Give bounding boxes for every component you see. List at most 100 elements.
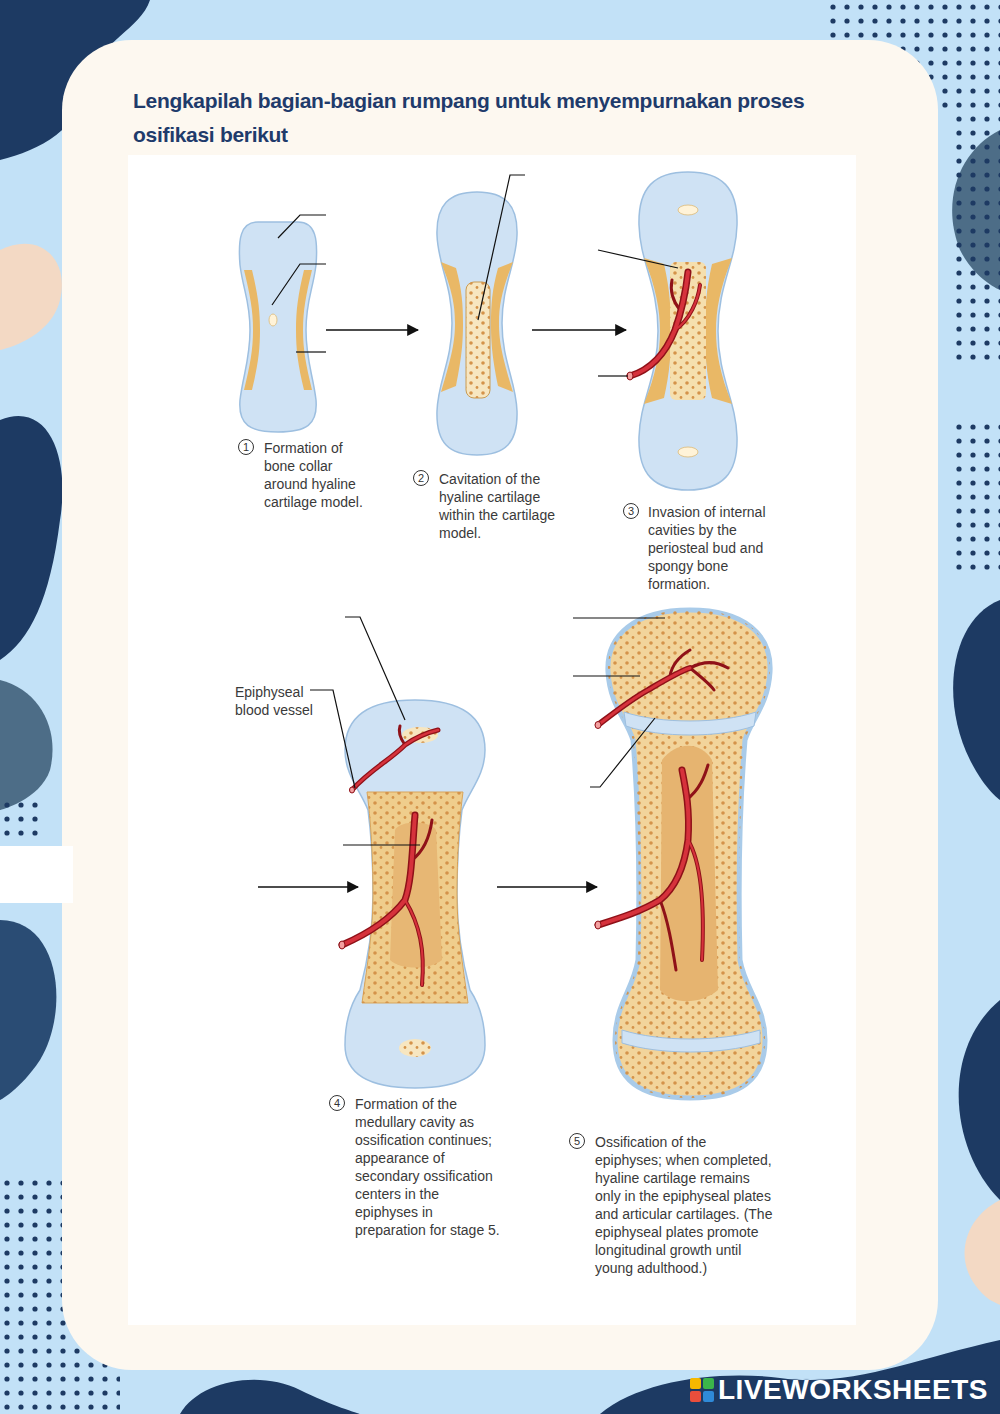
leader-line xyxy=(598,250,678,268)
stage-number: 3 xyxy=(623,503,639,519)
bone-stage-4 xyxy=(405,900,423,985)
bone-stage-1 xyxy=(239,222,316,432)
background-decoration xyxy=(952,420,1000,570)
background-decoration xyxy=(0,800,40,840)
leader-line xyxy=(272,264,326,305)
bone-stage-5 xyxy=(595,722,601,729)
watermark-icon xyxy=(690,1378,701,1389)
background-decoration xyxy=(0,244,62,350)
bone-stage-1 xyxy=(296,270,312,390)
bone-stage-5 xyxy=(690,668,714,690)
bone-stage-1 xyxy=(239,222,316,432)
bone-stage-5 xyxy=(660,746,718,1002)
stage-number: 2 xyxy=(413,470,429,486)
bone-stage-5 xyxy=(660,900,676,970)
watermark-icon xyxy=(690,1378,714,1402)
watermark-icon xyxy=(703,1378,714,1389)
background-decoration xyxy=(0,920,56,1100)
stage-caption: Formation of bone collar around hyaline … xyxy=(264,439,376,511)
bone-stage-4 xyxy=(339,700,485,1088)
bone-stage-2 xyxy=(466,282,490,398)
bone-stage-3 xyxy=(630,272,688,376)
stage-caption: Cavitation of the hyaline cartilage with… xyxy=(439,470,561,542)
bone-stage-4 xyxy=(342,815,415,945)
stage-arrow xyxy=(258,886,358,888)
background-decoration xyxy=(952,110,1000,360)
bone-stage-3 xyxy=(630,272,700,376)
stage-number: 5 xyxy=(569,1133,585,1149)
bone-stage-5 xyxy=(598,770,689,925)
bone-stage-4 xyxy=(342,815,415,945)
bone-stage-3 xyxy=(644,258,671,404)
bone-stage-5 xyxy=(595,610,770,1098)
bone-stage-1 xyxy=(269,314,277,326)
leader-line xyxy=(478,175,525,320)
bone-stage-4 xyxy=(352,730,438,790)
background-decoration xyxy=(180,1380,360,1414)
bone-stage-5 xyxy=(598,770,689,925)
stage-arrow xyxy=(326,329,418,331)
bone-stage-2 xyxy=(441,262,463,392)
bone-stage-5 xyxy=(595,921,601,929)
stage-number: 4 xyxy=(329,1095,345,1111)
bone-stage-5 xyxy=(686,765,708,800)
stage-caption: Invasion of internal cavities by the per… xyxy=(648,503,770,593)
image-area xyxy=(128,155,856,1325)
watermark-icon xyxy=(690,1391,701,1402)
background-decoration xyxy=(0,680,53,810)
bone-stage-5 xyxy=(690,663,728,668)
background-decoration xyxy=(965,1200,1000,1305)
bone-stage-4 xyxy=(399,1039,431,1057)
stage-arrow xyxy=(497,886,597,888)
bone-stage-2 xyxy=(437,192,517,455)
bone-stage-4 xyxy=(345,700,485,1088)
bone-stage-3 xyxy=(630,272,688,376)
bone-stage-4 xyxy=(350,787,355,793)
leader-line xyxy=(598,375,628,376)
bone-stage-3 xyxy=(675,285,700,330)
decoration xyxy=(0,846,73,903)
bone-stage-4 xyxy=(342,726,438,985)
bone-stage-3 xyxy=(705,258,732,404)
bone-stage-2 xyxy=(437,192,517,455)
bone-stage-1 xyxy=(244,270,260,390)
bone-stage-3 xyxy=(678,447,698,457)
bone-stage-5 xyxy=(598,650,728,970)
stage-caption: Ossification of the epiphyses; when comp… xyxy=(595,1133,773,1277)
leader-line xyxy=(296,351,326,352)
bone-stage-3 xyxy=(627,172,737,490)
bone-stage-5 xyxy=(688,840,703,960)
part-label: Epiphyseal blood vessel xyxy=(235,683,327,719)
background-decoration xyxy=(953,600,1000,800)
bone-stage-3 xyxy=(639,172,737,490)
stage-caption: Formation of the medullary cavity as oss… xyxy=(355,1095,503,1239)
bone-stage-4 xyxy=(399,726,405,745)
bone-stage-4 xyxy=(399,1039,431,1057)
background-decoration xyxy=(0,416,63,660)
bone-stage-4 xyxy=(405,900,423,985)
worksheet-card xyxy=(62,40,938,1370)
watermark: LIVEWORKSHEETS xyxy=(718,1374,988,1406)
leader-line xyxy=(310,690,355,788)
worksheet-title: Lengkapilah bagian-bagian rumpang untuk … xyxy=(133,84,878,152)
bone-stage-3 xyxy=(671,280,680,310)
bone-stage-2 xyxy=(491,262,513,392)
leader-line xyxy=(343,844,420,845)
bone-stage-3 xyxy=(678,205,698,215)
leader-line xyxy=(590,718,655,787)
background-decoration xyxy=(959,1000,1000,1200)
stage-number: 1 xyxy=(238,439,254,455)
bone-stage-4 xyxy=(339,941,345,949)
stage-arrow xyxy=(258,330,626,887)
leader-line xyxy=(573,617,665,618)
bone-stage-4 xyxy=(352,730,438,790)
stage-arrow xyxy=(532,329,626,331)
watermark-icon xyxy=(703,1391,714,1402)
bone-stage-5 xyxy=(622,1030,760,1052)
bone-stage-2 xyxy=(466,282,490,398)
bone-stage-5 xyxy=(688,840,703,960)
